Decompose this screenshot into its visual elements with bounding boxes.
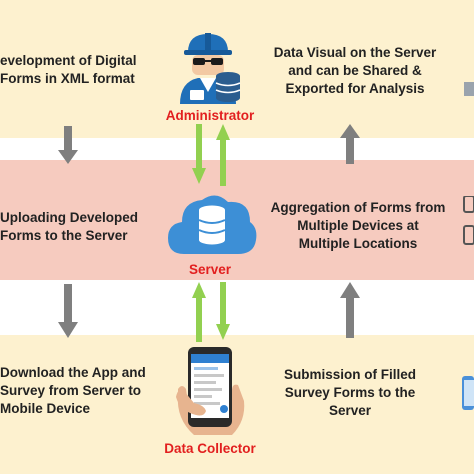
step-download-app-line2: Survey from Server to	[0, 383, 142, 398]
arrow-up-aggregation-to-visual	[340, 124, 360, 164]
step-aggregation-line1: Aggregation of Forms from	[270, 200, 446, 215]
step-develop-forms: evelopment of Digital Forms in XML forma…	[0, 52, 137, 88]
cropped-devices-icon	[463, 196, 474, 245]
step-data-visual-line1: Data Visual on the Server	[273, 45, 437, 60]
administrator-icon	[180, 33, 241, 104]
step-aggregation-line2: Multiple Devices at	[297, 218, 419, 233]
arrows-server-data-collector	[192, 282, 230, 342]
step-aggregation-line3: Multiple Locations	[298, 236, 418, 251]
cloud-database-icon	[168, 195, 257, 254]
step-develop-forms-line1: evelopment of Digital	[0, 53, 137, 68]
cropped-monitor-icon	[464, 82, 474, 96]
step-data-visual: Data Visual on the Server and can be Sha…	[265, 44, 445, 98]
step-uploading-forms: Uploading Developed Forms to the Server	[0, 209, 138, 245]
step-submission-line2: Survey Forms to the	[284, 385, 416, 400]
server-label: Server	[188, 262, 232, 277]
arrow-down-develop-to-upload	[58, 126, 78, 164]
data-collector-label: Data Collector	[164, 441, 256, 456]
arrow-down-upload-to-download	[58, 284, 78, 338]
step-data-visual-line2: and can be Shared &	[288, 63, 422, 78]
arrows-administrator-server	[192, 124, 230, 186]
step-download-app-line1: Download the App and	[0, 365, 146, 380]
step-submission-line3: Server	[328, 403, 372, 418]
arrow-up-submission-to-aggregation	[340, 282, 360, 338]
step-uploading-forms-line1: Uploading Developed	[0, 210, 139, 225]
top-band	[0, 0, 474, 138]
step-submission: Submission of Filled Survey Forms to the…	[270, 366, 430, 420]
step-aggregation: Aggregation of Forms from Multiple Devic…	[258, 199, 458, 253]
step-develop-forms-line2: Forms in XML format	[0, 71, 135, 86]
administrator-label: Administrator	[165, 108, 255, 123]
step-uploading-forms-line2: Forms to the Server	[0, 228, 128, 243]
step-data-visual-line3: Exported for Analysis	[285, 81, 425, 96]
smartphone-in-hand-icon	[176, 347, 245, 435]
step-submission-line1: Submission of Filled	[283, 367, 416, 382]
step-download-app-line3: Mobile Device	[0, 401, 91, 416]
step-download-app: Download the App and Survey from Server …	[0, 364, 146, 418]
cropped-phone-icon	[462, 376, 474, 410]
